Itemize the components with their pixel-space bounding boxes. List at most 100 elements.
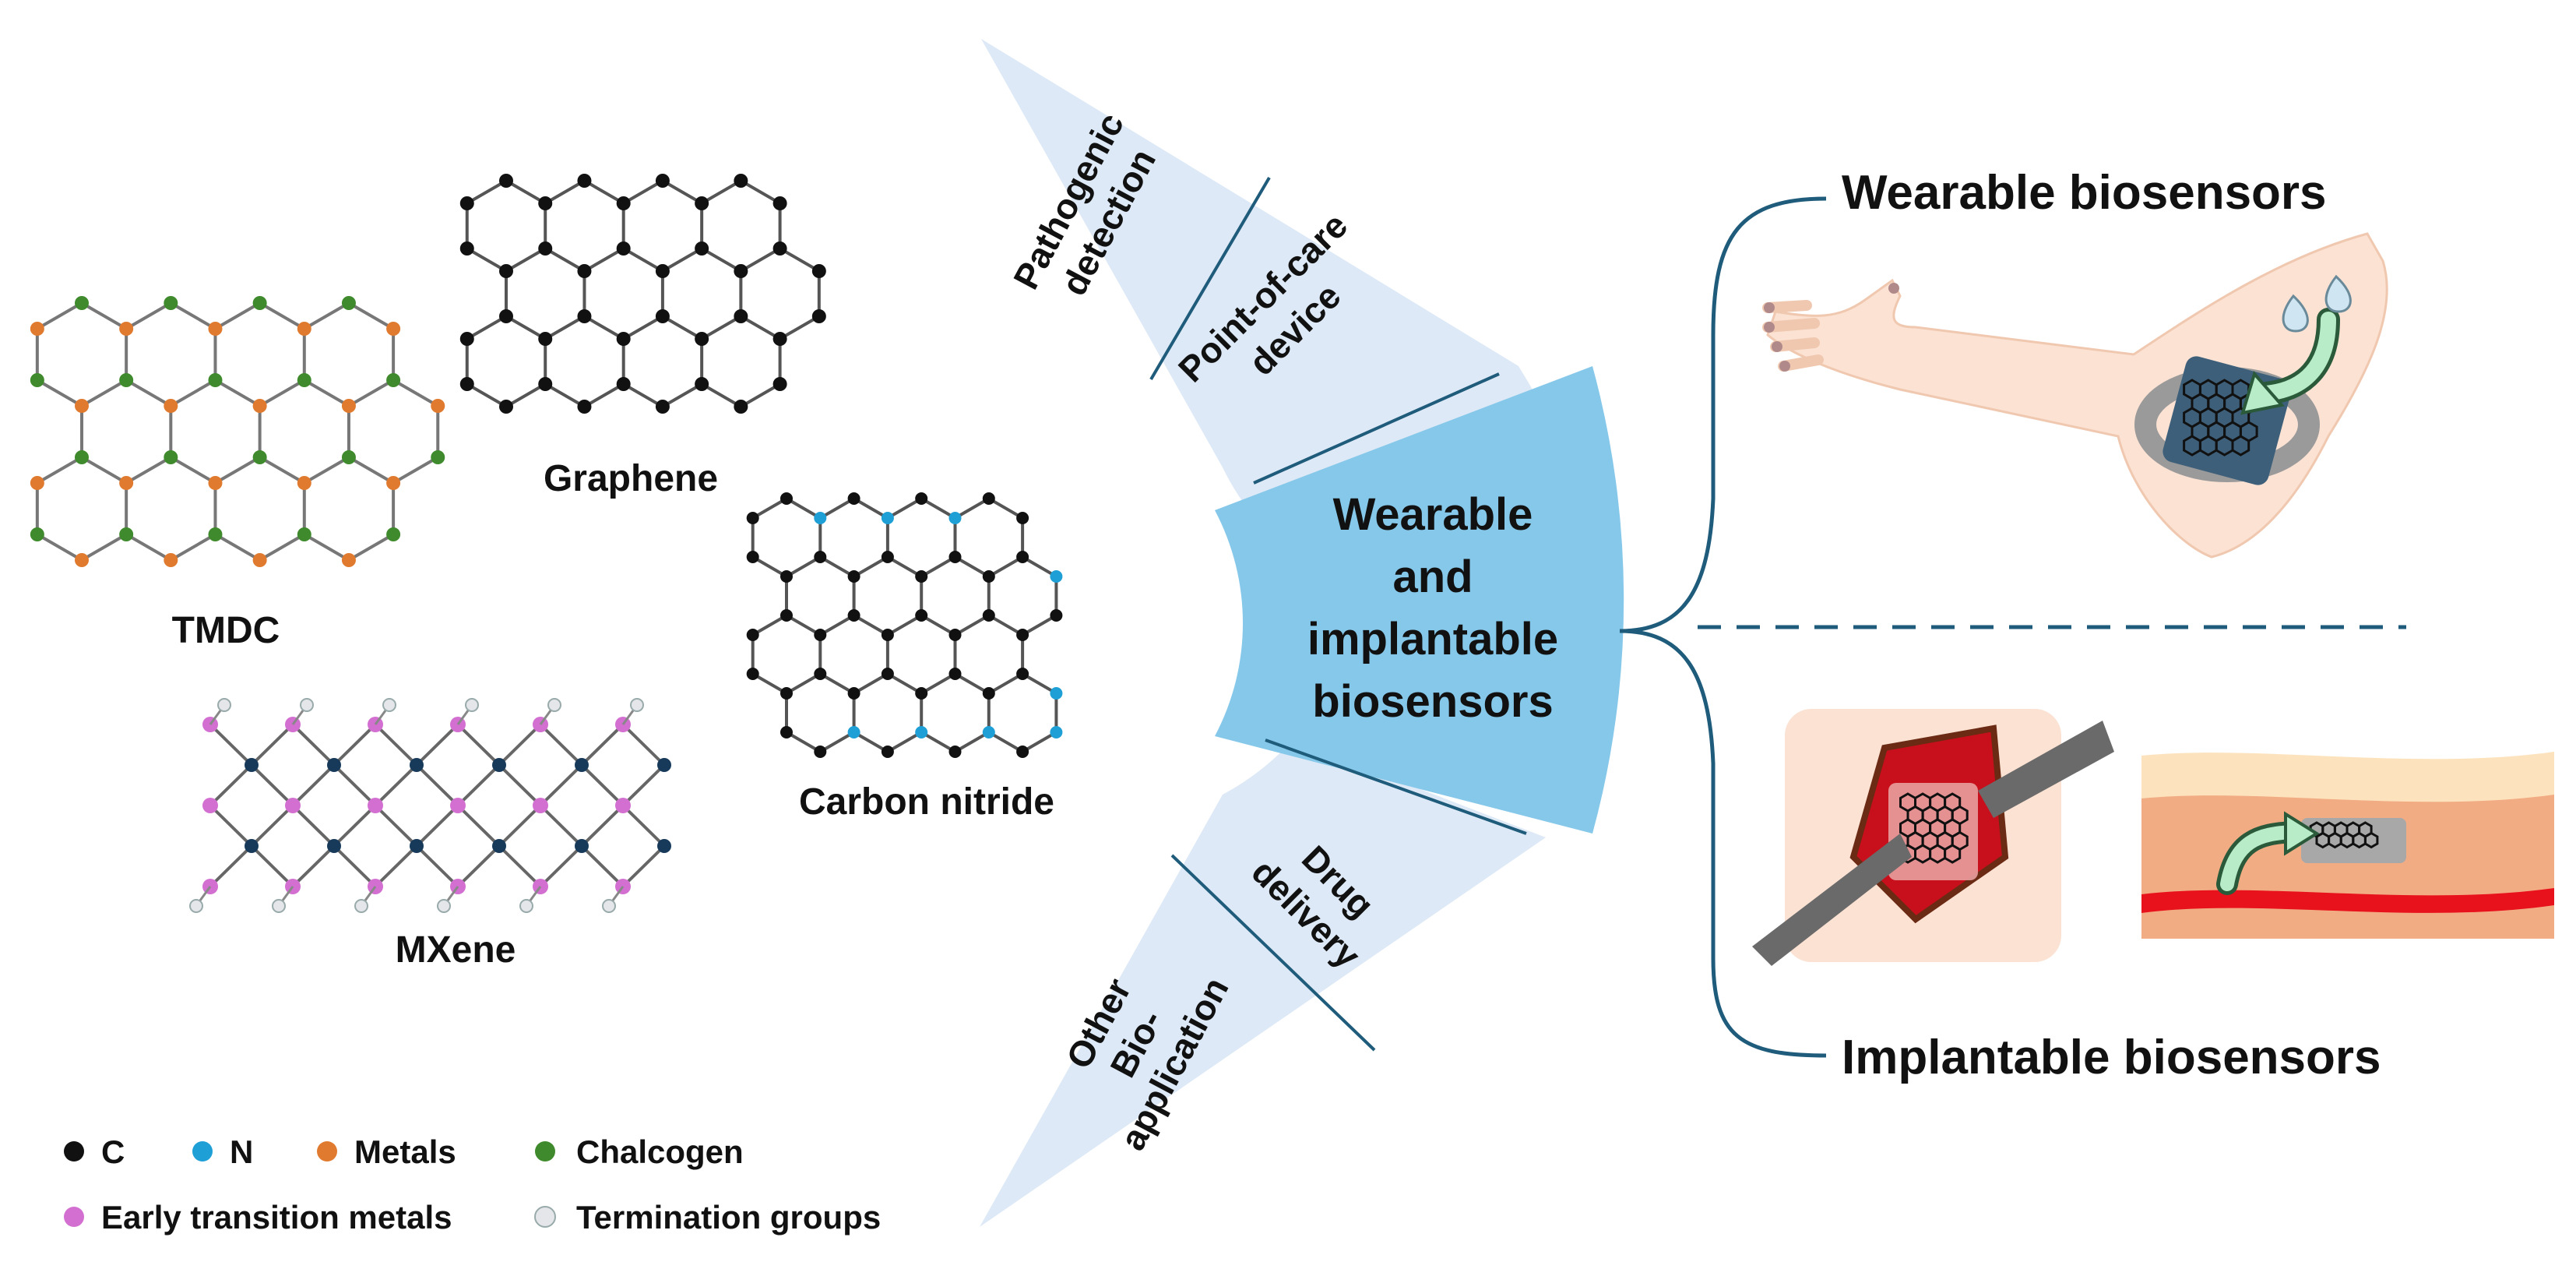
sweat-drop-icon <box>2282 294 2309 333</box>
atom <box>327 758 341 772</box>
application-fan: Pathogenic detection Point-of-care devic… <box>980 39 1624 1227</box>
bond <box>740 179 781 205</box>
atom <box>772 332 787 346</box>
atom <box>1050 687 1063 700</box>
bond <box>661 179 703 205</box>
bond <box>539 763 583 807</box>
bond <box>819 497 855 520</box>
termination-atom <box>300 698 314 712</box>
atom <box>615 798 631 813</box>
atom <box>459 196 474 210</box>
atom <box>577 174 592 188</box>
bond <box>498 723 542 767</box>
bond <box>920 497 956 520</box>
atom <box>252 450 267 464</box>
bond <box>853 497 889 520</box>
bond <box>987 672 1024 695</box>
hex-cell <box>2363 831 2379 849</box>
bond <box>583 247 625 273</box>
legend-label-termination-groups: Termination groups <box>576 1199 881 1236</box>
bond <box>920 614 956 636</box>
bond <box>170 533 216 562</box>
bond <box>785 497 822 520</box>
atom <box>208 322 223 336</box>
atom <box>982 492 995 505</box>
bond <box>853 731 889 753</box>
mxene-lattice <box>189 698 671 913</box>
tissue-cross-section <box>2141 752 2554 939</box>
atom <box>341 296 356 310</box>
bond <box>347 379 395 407</box>
bond <box>785 614 822 636</box>
bond <box>291 723 336 767</box>
atom <box>538 241 553 256</box>
atom <box>208 476 223 490</box>
atom <box>297 527 311 541</box>
bond <box>303 533 350 562</box>
legend-label-early-transition-metals: Early transition metals <box>101 1199 452 1236</box>
atom <box>410 839 424 853</box>
bond <box>987 497 1024 520</box>
bond <box>740 315 781 340</box>
bond <box>80 379 128 407</box>
atom <box>386 373 401 387</box>
bond <box>36 379 83 407</box>
bond <box>466 382 507 408</box>
bond <box>415 804 459 848</box>
atom <box>341 553 356 567</box>
atom <box>386 322 401 336</box>
svg-text:Wearable: Wearable <box>1333 489 1533 540</box>
legend-dot-termination-groups <box>534 1206 556 1228</box>
bond <box>539 844 583 888</box>
bond <box>303 379 350 407</box>
bond <box>498 804 542 848</box>
atom <box>814 551 827 563</box>
atom <box>386 476 401 490</box>
bond <box>580 723 625 767</box>
divider-center-bottom <box>1265 738 1527 835</box>
bond <box>36 533 83 562</box>
atom <box>538 377 553 391</box>
bond <box>303 456 350 485</box>
legend-label-metals: Metals <box>354 1133 456 1170</box>
dermis-layer <box>2141 795 2554 939</box>
atom <box>431 399 445 413</box>
atom <box>881 629 894 641</box>
atom <box>252 296 267 310</box>
bond <box>392 379 439 407</box>
bond <box>544 315 586 340</box>
atom <box>814 512 827 524</box>
atom <box>1016 746 1029 758</box>
bond <box>779 315 820 340</box>
atom <box>431 450 445 464</box>
bond <box>779 247 820 273</box>
atom <box>297 373 311 387</box>
atom <box>811 309 826 323</box>
bond <box>853 555 889 578</box>
bond <box>583 315 625 340</box>
graphene-lattice <box>459 174 826 414</box>
bond <box>701 315 742 340</box>
retractor-right <box>1978 721 2114 818</box>
svg-text:and: and <box>1392 552 1473 602</box>
atom <box>202 798 218 813</box>
bond <box>740 382 781 408</box>
atom <box>655 174 670 188</box>
tmdc-lattice <box>30 296 445 567</box>
bond <box>505 179 547 205</box>
bond <box>544 247 586 273</box>
bond <box>987 555 1024 578</box>
bond <box>505 382 547 408</box>
atom <box>1050 726 1063 738</box>
bond <box>987 614 1024 636</box>
bond <box>785 731 822 753</box>
atom <box>577 264 592 278</box>
bond <box>622 382 663 408</box>
bond <box>580 844 625 888</box>
bond <box>505 315 547 340</box>
termination-atom <box>630 698 644 712</box>
atom <box>915 492 928 505</box>
atom <box>164 553 178 567</box>
atom <box>734 174 748 188</box>
bond <box>250 723 294 767</box>
